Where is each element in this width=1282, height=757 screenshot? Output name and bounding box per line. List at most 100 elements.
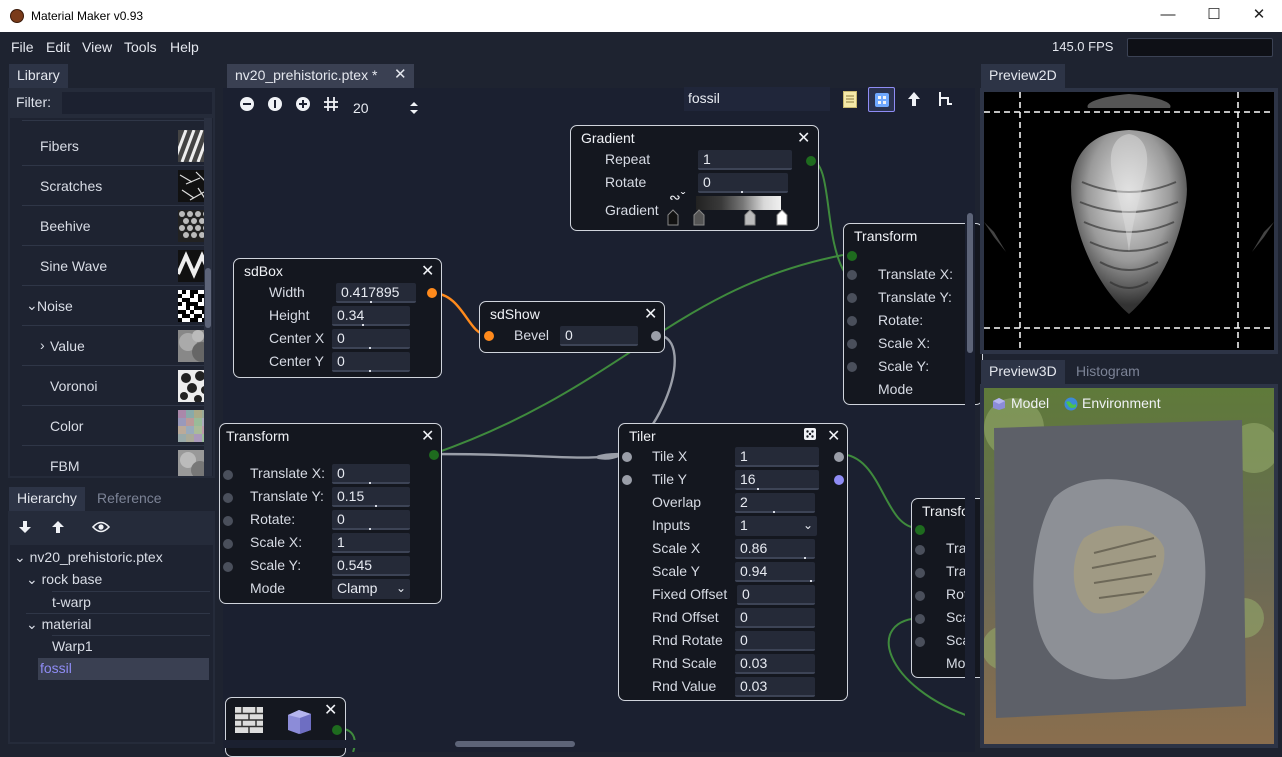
translate-x-field[interactable]: 0: [332, 464, 410, 484]
library-item-scratches[interactable]: Scratches: [22, 166, 212, 206]
gradient-stops[interactable]: [667, 209, 789, 226]
input-port[interactable]: [484, 331, 494, 341]
environment-menu-button[interactable]: Environment: [1062, 394, 1168, 414]
menu-help[interactable]: Help: [170, 39, 199, 55]
maximize-button[interactable]: ☐: [1207, 6, 1221, 23]
graph-vertical-scrollbar[interactable]: [965, 88, 975, 752]
node-gradient[interactable]: Gradient ✕ Repeat 1 Rotate 0 Gradient ∾ˇ: [570, 125, 819, 231]
description-icon[interactable]: [843, 91, 857, 108]
eye-icon[interactable]: [92, 520, 110, 534]
gradient-ramp[interactable]: [696, 196, 781, 210]
library-scrollbar[interactable]: [204, 118, 212, 476]
expand-chevron-icon[interactable]: ⌄: [14, 549, 26, 565]
library-item-color[interactable]: Color: [22, 406, 212, 446]
close-window-button[interactable]: ✕: [1252, 6, 1266, 23]
output-port[interactable]: [427, 288, 437, 298]
output-port[interactable]: [834, 452, 844, 462]
library-item-voronoi[interactable]: Voronoi: [22, 366, 212, 406]
tree-item-t-warp[interactable]: t-warp: [52, 591, 210, 613]
expand-chevron-icon[interactable]: ›: [40, 337, 45, 353]
library-item-sine-wave[interactable]: Sine Wave: [22, 246, 212, 286]
library-item-noise[interactable]: ⌄ Noise: [22, 286, 212, 326]
width-field[interactable]: 0.417895: [336, 283, 416, 303]
up-arrow-icon[interactable]: [906, 91, 922, 107]
input-port[interactable]: [622, 475, 632, 485]
output-port[interactable]: [806, 156, 816, 166]
input-port[interactable]: [223, 470, 233, 480]
close-node-icon[interactable]: ✕: [644, 306, 658, 323]
grid-size-spinbox[interactable]: 20: [349, 97, 419, 121]
close-node-icon[interactable]: ✕: [421, 263, 435, 280]
rotate-field[interactable]: 0: [332, 510, 410, 530]
input-port[interactable]: [915, 637, 925, 647]
tab-library[interactable]: Library: [9, 64, 68, 88]
interpolation-icon[interactable]: ∾ˇ: [669, 189, 686, 205]
expand-chevron-icon[interactable]: ⌄: [26, 571, 38, 587]
input-port[interactable]: [847, 270, 857, 280]
mode-dropdown[interactable]: Clamp⌄: [332, 579, 410, 599]
center-y-field[interactable]: 0: [332, 352, 410, 372]
input-port[interactable]: [847, 293, 857, 303]
input-port[interactable]: [223, 493, 233, 503]
minimize-button[interactable]: —: [1160, 6, 1176, 23]
library-item-beehive[interactable]: Beehive: [22, 206, 212, 246]
scrollbar-thumb[interactable]: [455, 741, 575, 747]
tree-item-warp1[interactable]: Warp1: [52, 635, 210, 657]
output-port[interactable]: [651, 331, 661, 341]
scale-y-field[interactable]: 0.94: [735, 562, 815, 582]
preview3d-viewport[interactable]: [984, 388, 1274, 744]
input-port[interactable]: [915, 614, 925, 624]
scrollbar-thumb[interactable]: [967, 213, 973, 353]
scale-y-field[interactable]: 0.545: [332, 556, 410, 576]
center-x-field[interactable]: 0: [332, 329, 410, 349]
input-port[interactable]: [915, 525, 925, 535]
menu-view[interactable]: View: [82, 39, 113, 55]
tree-item-nv20-prehistoric[interactable]: ⌄ nv20_prehistoric.ptex: [14, 547, 210, 569]
input-port[interactable]: [622, 452, 632, 462]
bevel-field[interactable]: 0: [560, 326, 638, 346]
inputs-dropdown[interactable]: 1⌄: [735, 516, 817, 536]
repeat-field[interactable]: 1: [698, 150, 792, 170]
node-sdshow[interactable]: sdShow ✕ Bevel 0: [479, 301, 665, 353]
align-nodes-icon[interactable]: [937, 91, 953, 107]
graph-horizontal-scrollbar[interactable]: [223, 740, 965, 748]
tab-preview2d[interactable]: Preview2D: [981, 64, 1065, 88]
input-port[interactable]: [223, 539, 233, 549]
output-port[interactable]: [429, 450, 439, 460]
node-transform-2[interactable]: Transform Translate X: Translate Y: Rota…: [843, 223, 983, 405]
tree-item-fossil-selected[interactable]: fossil: [38, 658, 209, 680]
tab-reference[interactable]: Reference: [97, 490, 162, 506]
input-port[interactable]: [847, 362, 857, 372]
close-node-icon[interactable]: ✕: [827, 428, 841, 445]
tree-item-rock-base[interactable]: ⌄ rock base: [26, 569, 210, 591]
tab-hierarchy[interactable]: Hierarchy: [9, 487, 85, 511]
tab-histogram[interactable]: Histogram: [1076, 363, 1140, 379]
tile-x-field[interactable]: 1: [735, 447, 819, 467]
translate-y-field[interactable]: 0.15: [332, 487, 410, 507]
rnd-value-field[interactable]: 0.03: [735, 677, 815, 697]
node-transform-1[interactable]: Transform ✕ Translate X: 0 Translate Y: …: [219, 423, 442, 604]
node-sdbox[interactable]: sdBox ✕ Width 0.417895 Height 0.34 Cente…: [233, 258, 442, 378]
library-item-fibers[interactable]: Fibers: [22, 126, 212, 166]
rnd-scale-field[interactable]: 0.03: [735, 654, 815, 674]
node-search-input[interactable]: fossil: [684, 87, 830, 111]
close-tab-icon[interactable]: ✕: [394, 66, 407, 83]
close-node-icon[interactable]: ✕: [421, 428, 435, 445]
close-node-icon[interactable]: ✕: [797, 130, 811, 147]
output-port[interactable]: [332, 725, 342, 735]
output-port[interactable]: [834, 475, 844, 485]
node-tiler[interactable]: Tiler ✕ Tile X 1 Tile Y 16 Overlap 2 Inp…: [618, 423, 848, 701]
height-field[interactable]: 0.34: [332, 306, 410, 326]
rnd-rotate-field[interactable]: 0: [735, 631, 815, 651]
filter-input[interactable]: [62, 92, 212, 114]
tab-preview3d[interactable]: Preview3D: [981, 360, 1065, 384]
library-item-value[interactable]: › Value: [22, 326, 212, 366]
move-up-icon[interactable]: [50, 519, 66, 535]
tree-item-material[interactable]: ⌄ material: [26, 613, 210, 635]
input-port[interactable]: [847, 316, 857, 326]
node-transform-3[interactable]: Transfo Tra Tra Rot Sca Sca Mo: [911, 498, 991, 678]
close-node-icon[interactable]: ✕: [324, 702, 338, 719]
zoom-in-icon[interactable]: [291, 96, 315, 120]
input-port[interactable]: [223, 516, 233, 526]
fixed-offset-field[interactable]: 0: [737, 585, 815, 605]
